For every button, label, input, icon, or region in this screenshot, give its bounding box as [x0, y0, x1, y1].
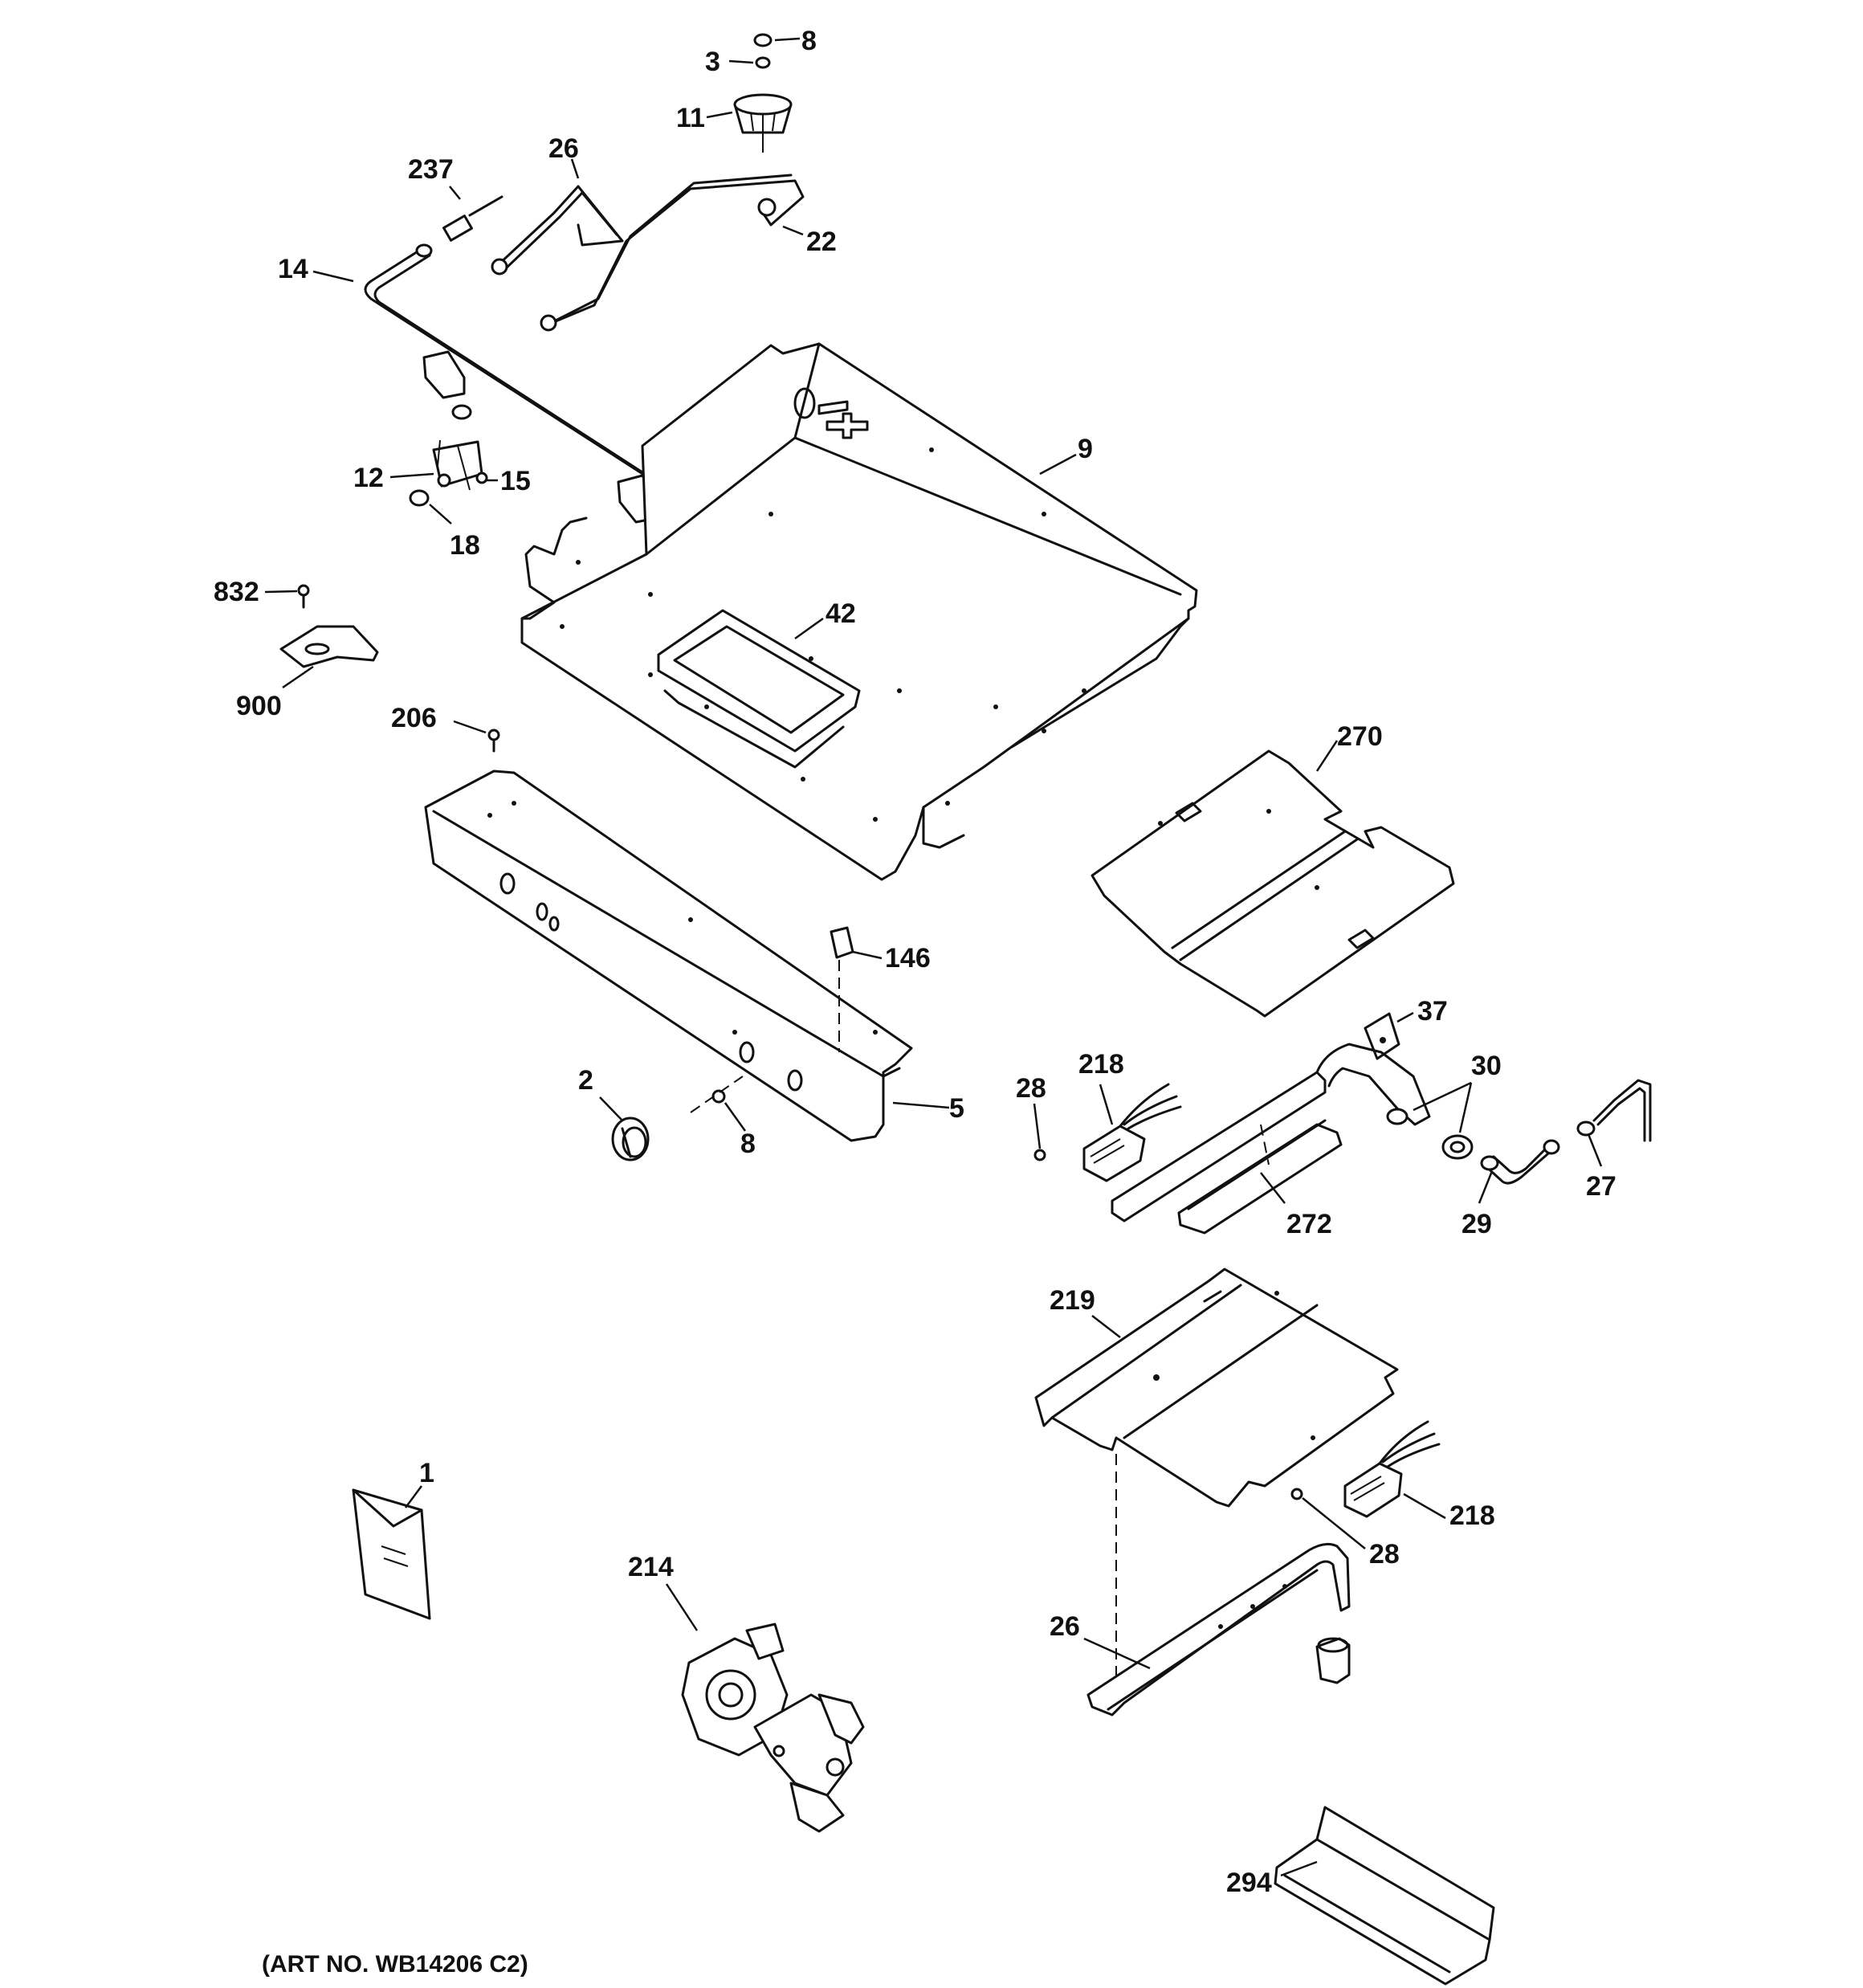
manifold-nut — [451, 404, 472, 420]
callout-20: 22 — [806, 227, 837, 257]
part-214-oven-valve — [681, 1623, 865, 1833]
callout-37: 37 — [1417, 996, 1448, 1027]
callout-12: 12 — [353, 463, 384, 493]
part-832-screw — [297, 584, 310, 609]
part-28-clip-lower — [1290, 1488, 1303, 1500]
part-42-cover-plate — [657, 609, 861, 769]
callout-15: 15 — [500, 466, 531, 496]
part-27-fitting — [1576, 1079, 1652, 1142]
part-294-channel — [1274, 1806, 1495, 1986]
part-30-air-shutter — [1386, 1108, 1474, 1160]
callout-14: 14 — [278, 254, 308, 284]
callout-218-lower: 218 — [1449, 1500, 1495, 1531]
callout-237: 237 — [408, 154, 454, 185]
part-3-screw — [755, 56, 771, 69]
callout-5: 5 — [949, 1093, 964, 1124]
part-4-nut — [753, 33, 773, 47]
part-272-burner-assembly — [1111, 1043, 1431, 1235]
callout-272: 272 — [1286, 1209, 1332, 1239]
part-29-elbow — [1480, 1139, 1560, 1185]
callout-206: 206 — [391, 703, 437, 733]
callout-42: 42 — [826, 598, 856, 629]
part-900-bracket — [279, 625, 379, 668]
callout-11: 11 — [676, 103, 705, 133]
leader-lines — [264, 37, 1603, 1877]
part-15-screw — [475, 471, 488, 484]
callout-2: 2 — [578, 1065, 593, 1096]
callout-28-upper: 28 — [1016, 1073, 1046, 1104]
callout-9: 9 — [1078, 434, 1093, 464]
callout-218-upper: 218 — [1078, 1049, 1124, 1080]
part-218-ignitor-upper — [1082, 1083, 1182, 1182]
callout-29: 29 — [1461, 1209, 1492, 1239]
part-26-oven-burner — [1086, 1542, 1351, 1717]
manifold-bracket-upper — [422, 350, 466, 399]
part-237-fitting — [442, 195, 503, 242]
part-8-screw — [690, 1076, 744, 1113]
callout-28-lower: 28 — [1369, 1539, 1400, 1570]
part-18-washer — [409, 489, 430, 507]
callout-22: 26 — [548, 133, 579, 164]
callout-3: 3 — [705, 47, 720, 77]
part-28-clip-upper — [1033, 1149, 1046, 1161]
callout-900: 900 — [236, 691, 282, 721]
part-206-screw — [487, 729, 500, 753]
callout-26: 26 — [1050, 1611, 1080, 1642]
part-37-bracket — [1364, 1012, 1400, 1060]
callout-labels: 8 3 11 237 26 22 14 12 15 18 9 832 900 4… — [214, 26, 1616, 1978]
part-9-burner-box — [520, 342, 1198, 881]
callout-27: 27 — [1586, 1171, 1616, 1202]
callout-219: 219 — [1050, 1285, 1095, 1316]
callout-8: 8 — [740, 1129, 756, 1159]
part-14-manifold-pipe — [364, 243, 706, 519]
callout-30: 30 — [1471, 1051, 1502, 1081]
part-22-gas-tube — [491, 185, 624, 276]
callout-294: 294 — [1226, 1868, 1272, 1898]
part-12-valve-bracket — [432, 439, 483, 491]
part-1-literature — [352, 1488, 431, 1620]
part-2-knob — [611, 1116, 650, 1161]
art-number: (ART NO. WB14206 C2) — [262, 1951, 528, 1978]
callout-1: 1 — [419, 1458, 434, 1488]
callout-214: 214 — [628, 1552, 674, 1582]
part-20-gas-tube — [540, 173, 805, 332]
part-5-manifold-panel — [424, 769, 913, 1142]
part-218-ignitor-lower — [1343, 1420, 1441, 1518]
part-11-burner-head — [733, 93, 793, 153]
callout-270: 270 — [1337, 721, 1383, 752]
callout-18: 18 — [450, 530, 480, 561]
callout-832: 832 — [214, 577, 259, 607]
part-270-shield — [1090, 749, 1455, 1018]
callout-146: 146 — [885, 943, 931, 974]
part-219-shield — [1034, 1268, 1399, 1687]
callout-4: 8 — [801, 26, 817, 56]
